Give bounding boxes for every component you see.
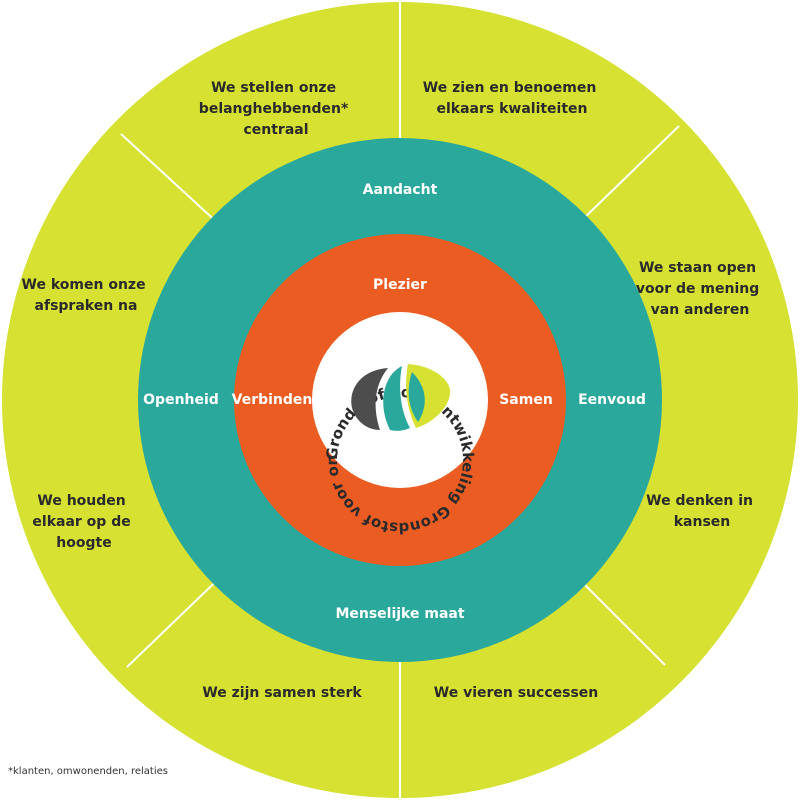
outer-left-top-line-2: afspraken na <box>35 298 138 314</box>
outer-left-top-line-1: We komen onze <box>22 277 146 293</box>
middle-label-right: Eenvoud <box>578 392 646 408</box>
outer-bottom-right-text: We vieren successen <box>434 685 599 701</box>
outer-bottom-left-line-1: We zijn samen sterk <box>202 685 362 701</box>
outer-top-right-line-1: We zien en benoemen <box>423 80 597 96</box>
inner-label-right: Samen <box>499 392 553 408</box>
middle-label-top: Aandacht <box>363 182 438 198</box>
outer-left-top-text: We komen onze afspraken na <box>22 277 151 314</box>
outer-top-left-text: We stellen onze belanghebbenden* centraa… <box>199 80 353 138</box>
outer-right-top-line-1: We staan open <box>639 260 756 276</box>
outer-right-bottom-line-2: kansen <box>674 514 731 530</box>
outer-right-top-text: We staan open voor de mening van anderen <box>636 260 764 318</box>
logo-inner-teal-shape <box>408 372 425 422</box>
outer-top-left-line-3: centraal <box>243 122 308 138</box>
outer-right-top-line-3: van anderen <box>651 302 750 318</box>
logo-dark-shape <box>351 368 388 430</box>
outer-top-right-line-2: elkaars kwaliteiten <box>436 101 587 117</box>
inner-label-top: Plezier <box>373 277 427 293</box>
inner-label-left: Verbinden <box>232 392 313 408</box>
outer-top-right-text: We zien en benoemen elkaars kwaliteiten <box>423 80 601 117</box>
outer-top-left-line-2: belanghebbenden* <box>199 101 349 117</box>
middle-label-bottom: Menselijke maat <box>335 606 464 622</box>
logo-teal-shape <box>383 366 410 431</box>
outer-left-bottom-text: We houden elkaar op de hoogte <box>32 493 135 551</box>
outer-right-bottom-text: We denken in kansen <box>646 493 758 530</box>
middle-label-left: Openheid <box>143 392 219 408</box>
leaf-logo-icon <box>351 364 451 431</box>
outer-left-bottom-line-2: elkaar op de <box>32 514 130 530</box>
outer-bottom-left-text: We zijn samen sterk <box>202 685 362 701</box>
outer-left-bottom-line-3: hoogte <box>56 535 111 551</box>
outer-top-left-line-1: We stellen onze <box>211 80 336 96</box>
outer-right-top-line-2: voor de mening <box>636 281 759 297</box>
outer-left-bottom-line-1: We houden <box>37 493 125 509</box>
footnote: *klanten, omwonenden, relaties <box>8 766 168 777</box>
outer-bottom-right-line-1: We vieren successen <box>434 685 599 701</box>
outer-right-bottom-line-1: We denken in <box>646 493 753 509</box>
